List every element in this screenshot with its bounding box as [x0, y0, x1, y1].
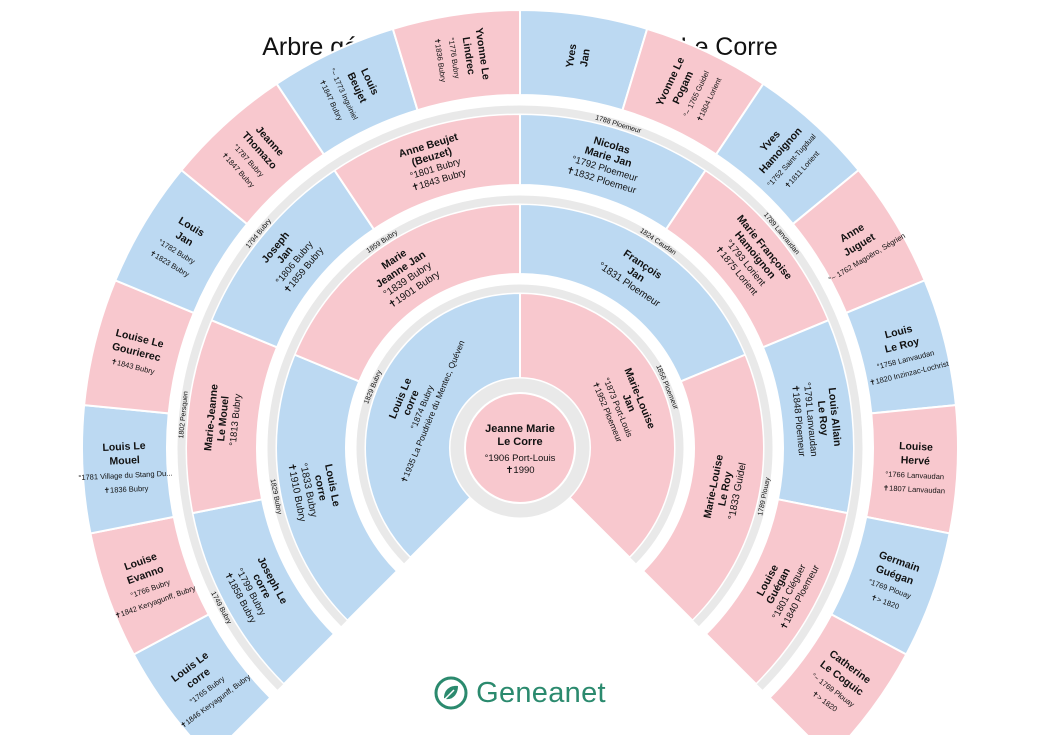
person-sector[interactable]: [768, 613, 908, 735]
logo-text: Geneanet: [476, 676, 606, 709]
person-name: Louis Le: [102, 440, 146, 454]
person-name: Mouel: [109, 454, 140, 467]
marriage-band: [266, 194, 774, 628]
person-detail: °1766 Lanvaudan: [885, 469, 944, 481]
person-sector[interactable]: [865, 403, 959, 535]
marriage-band: [176, 104, 864, 692]
person-name: Louise: [899, 440, 934, 454]
person-name: Jan: [578, 48, 593, 68]
person-name: Le Roy: [815, 400, 830, 436]
marriage-label: 1802 Persquen: [178, 391, 190, 439]
root-detail: ✝1990: [505, 465, 534, 476]
person-name: Louis Allain: [826, 387, 844, 447]
root-detail: °1906 Port-Louis: [485, 453, 556, 464]
person-gen3-3[interactable]: Anne Beujet(Beuzet)°1801 Bubry✝1843 Bubr…: [333, 112, 521, 231]
person-name: Le Mouel: [215, 395, 231, 442]
person-name: Yves: [564, 43, 579, 69]
person-name: Hervé: [900, 454, 930, 467]
person-detail: ✝1836 Bubry: [104, 484, 149, 495]
person-name: Lindrec: [460, 36, 477, 75]
marriage-band: [355, 283, 685, 565]
geneanet-logo[interactable]: Geneanet: [0, 676, 1040, 710]
person-detail: ✝1807 Lanvaudan: [883, 483, 946, 495]
person-detail: °1813 Bubry: [228, 393, 244, 446]
geneanet-leaf-icon: [434, 676, 468, 710]
root-circle[interactable]: [464, 392, 576, 504]
person-name: corre: [312, 474, 329, 502]
root-name: Le Corre: [497, 436, 542, 448]
root-name: Jeanne Marie: [485, 423, 555, 435]
